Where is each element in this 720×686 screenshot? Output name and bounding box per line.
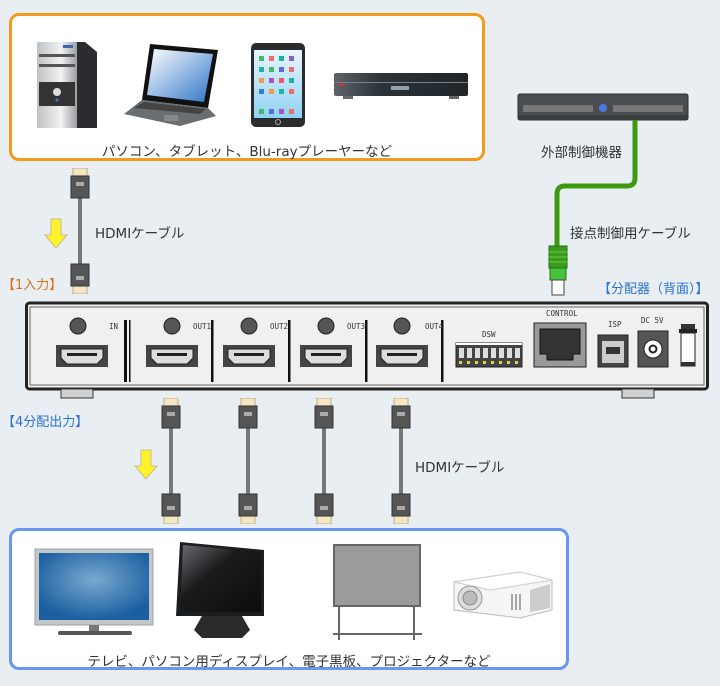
output-hdmi-cable-icon (391, 398, 411, 524)
port-label-dc: DC 5V (641, 316, 664, 325)
tablet-icon (251, 43, 305, 127)
laptop-icon (124, 44, 218, 126)
input-direction-arrow-icon (44, 218, 68, 249)
electronic-whiteboard-icon (333, 544, 422, 640)
port-label-out1: OUT1 (193, 322, 212, 331)
hdmi-out3-port-icon (300, 317, 352, 367)
projector-icon (453, 571, 553, 619)
splitter-ports: IN OUT1 OUT2 OUT3 OUT4 DSW (25, 300, 711, 400)
external-control-device-icon (517, 93, 689, 121)
control-cable-label: 接点制御用ケーブル (570, 226, 691, 242)
tv-icon (34, 548, 154, 635)
port-label-dsw: DSW (482, 330, 496, 339)
output-cable-label: HDMIケーブル (415, 460, 505, 476)
input-cable-label: HDMIケーブル (95, 226, 185, 242)
dc-power-jack-icon (637, 330, 669, 368)
output-hdmi-cables (0, 398, 720, 526)
port-label-out2: OUT2 (270, 322, 289, 331)
destination-devices-caption: テレビ、パソコン用ディスプレイ、電子黒板、プロジェクターなど (87, 654, 491, 670)
port-label-isp: ISP (608, 320, 622, 329)
hdmi-out4-port-icon (376, 317, 428, 367)
power-switch-icon (679, 324, 697, 367)
output-hdmi-cable-icon (161, 398, 181, 524)
input-label: 【1入力】 (2, 278, 63, 293)
port-label-out3: OUT3 (347, 322, 366, 331)
external-control-device-label: 外部制御機器 (541, 145, 622, 161)
output-hdmi-cable-icon (238, 398, 258, 524)
hdmi-out1-port-icon (146, 317, 198, 367)
port-label-in: IN (109, 322, 119, 331)
blu-ray-player-icon (334, 73, 468, 99)
control-rj45-port-icon (533, 322, 587, 368)
hdmi-out2-port-icon (223, 317, 275, 367)
output-label: 【4分配出力】 (2, 415, 89, 430)
desktop-pc-icon (37, 42, 97, 128)
port-label-control: CONTROL (546, 309, 578, 318)
pc-monitor-icon (176, 542, 264, 638)
output-direction-arrow-icon (134, 449, 158, 480)
output-hdmi-cable-icon (314, 398, 334, 524)
isp-usb-port-icon (597, 334, 629, 368)
input-hdmi-cable-icon (70, 168, 90, 294)
port-label-out4: OUT4 (425, 322, 444, 331)
source-devices-caption: パソコン、タブレット、Blu-rayプレーヤーなど (101, 144, 393, 160)
hdmi-in-port-icon (56, 317, 108, 367)
control-cable-icon (548, 120, 638, 296)
dip-switch-icon (455, 342, 523, 368)
splitter-title: 【分配器（背面）】 (598, 282, 709, 297)
